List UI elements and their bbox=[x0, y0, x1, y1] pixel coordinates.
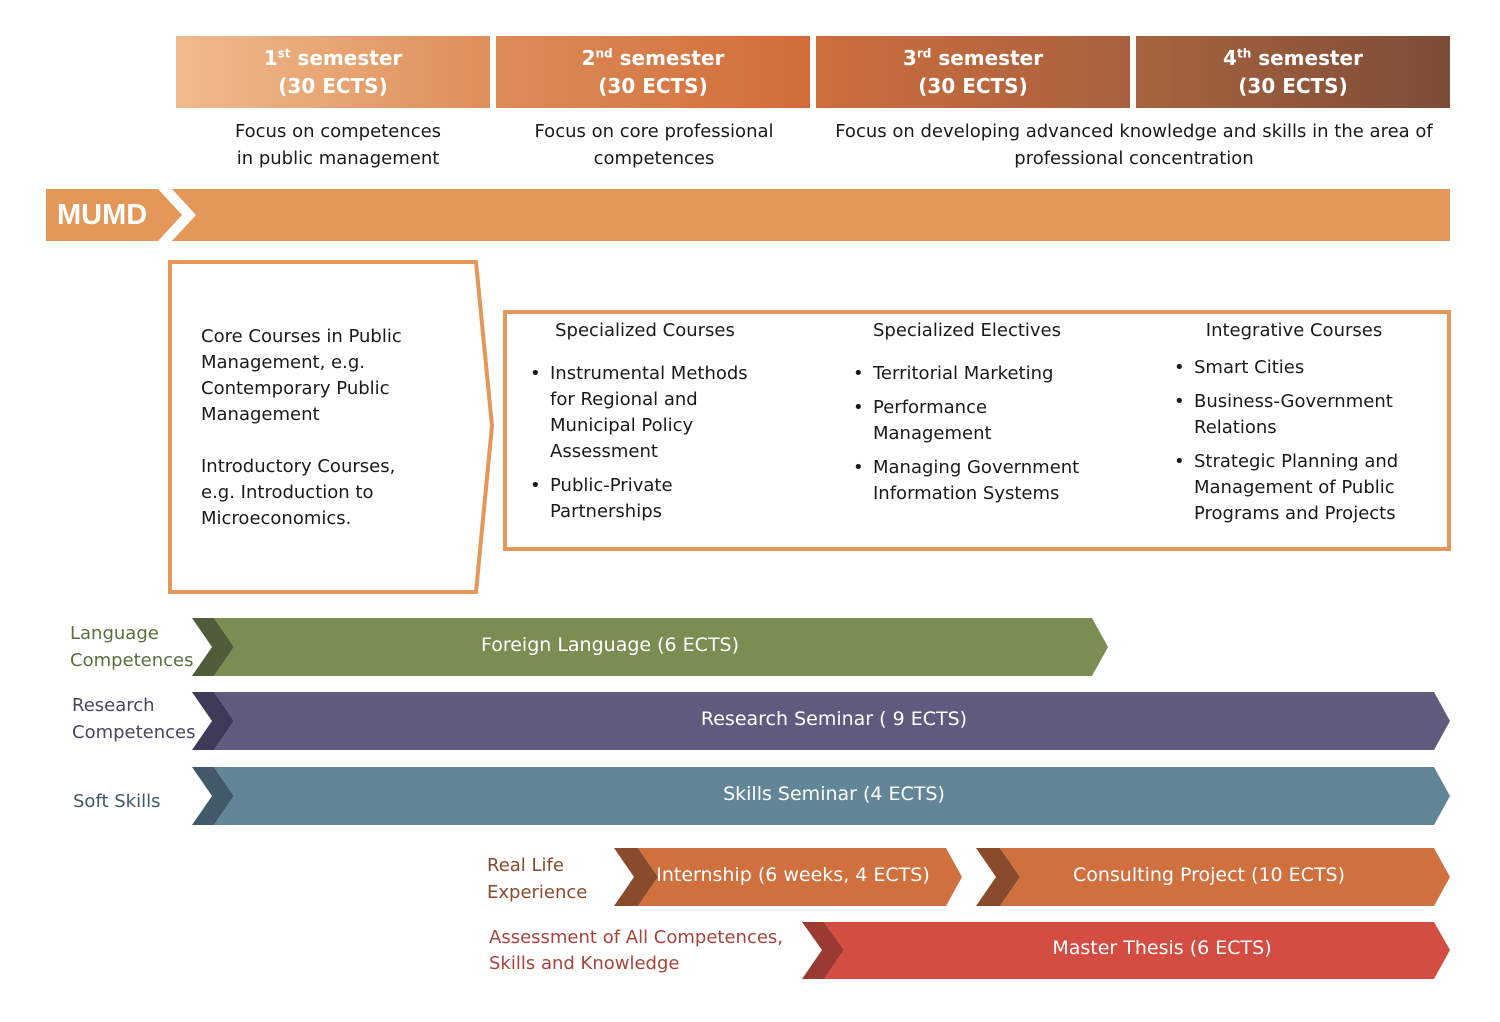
thesis-arrow-tail bbox=[802, 922, 844, 979]
core-courses-box bbox=[168, 260, 495, 594]
skills-seminar-text: Skills Seminar (4 ECTS) bbox=[723, 783, 945, 805]
mumd-bar bbox=[46, 189, 1450, 241]
list-item: Smart Cities bbox=[1172, 355, 1420, 381]
language-arrow-tail bbox=[192, 618, 234, 676]
foreign-language-text: Foreign Language (6 ECTS) bbox=[480, 634, 740, 656]
language-arrow bbox=[214, 618, 1108, 676]
list-item: Managing Government Information Systems bbox=[851, 455, 1101, 507]
list-item: Territorial Marketing bbox=[851, 361, 1101, 387]
consulting-arrow-tail bbox=[976, 848, 1020, 906]
internship-arrow bbox=[638, 848, 962, 906]
program-name: MUMD bbox=[57, 199, 148, 231]
soft-skills-label: Soft Skills bbox=[73, 791, 161, 812]
semester-header-4: 4th semester (30 ECTS) bbox=[1223, 46, 1363, 98]
master-thesis-text: Master Thesis (6 ECTS) bbox=[1052, 937, 1272, 959]
thesis-arrow bbox=[824, 922, 1450, 979]
specialized-electives-list: Territorial Marketing Performance Manage… bbox=[851, 361, 1101, 515]
semester-block-2 bbox=[496, 36, 810, 108]
mumd-chevron bbox=[158, 189, 196, 241]
specialized-courses-list: Instrumental Methods for Regional and Mu… bbox=[528, 361, 768, 533]
semester-header-3: 3rd semester (30 ECTS) bbox=[902, 46, 1044, 98]
research-seminar-text: Research Seminar ( 9 ECTS) bbox=[700, 708, 968, 730]
soft-skills-arrow-tail bbox=[192, 767, 234, 825]
soft-skills-arrow bbox=[214, 767, 1450, 825]
semester-header-1: 1st semester (30 ECTS) bbox=[263, 46, 403, 98]
integrative-courses-list: Smart Cities Business-Government Relatio… bbox=[1172, 355, 1420, 535]
list-item: Public-Private Partnerships bbox=[528, 473, 768, 525]
specialized-electives-title: Specialized Electives bbox=[872, 320, 1062, 341]
assessment-label: Assessment of All Competences,Skills and… bbox=[489, 927, 784, 974]
specialized-courses-title: Specialized Courses bbox=[555, 320, 735, 341]
focus-advanced: Focus on developing advanced knowledge a… bbox=[835, 121, 1433, 169]
core-courses-text: Core Courses in Public Management, e.g. … bbox=[201, 326, 402, 529]
internship-text: Internship (6 weeks, 4 ECTS) bbox=[656, 864, 930, 886]
list-item: Performance Management bbox=[851, 395, 1023, 447]
integrative-courses-title: Integrative Courses bbox=[1205, 320, 1383, 341]
consulting-arrow bbox=[1000, 848, 1450, 906]
research-arrow bbox=[214, 692, 1450, 750]
semester-block-1 bbox=[176, 36, 490, 108]
internship-arrow-tail bbox=[614, 848, 658, 906]
semester-block-3 bbox=[816, 36, 1130, 108]
semester-block-4 bbox=[1136, 36, 1450, 108]
consulting-project-text: Consulting Project (10 ECTS) bbox=[1072, 864, 1346, 886]
list-item: Strategic Planning and Management of Pub… bbox=[1172, 449, 1420, 527]
list-item: Instrumental Methods for Regional and Mu… bbox=[528, 361, 768, 465]
list-item: Business-Government Relations bbox=[1172, 389, 1420, 441]
research-arrow-tail bbox=[192, 692, 234, 750]
semester-header-2: 2nd semester (30 ECTS) bbox=[581, 46, 725, 98]
